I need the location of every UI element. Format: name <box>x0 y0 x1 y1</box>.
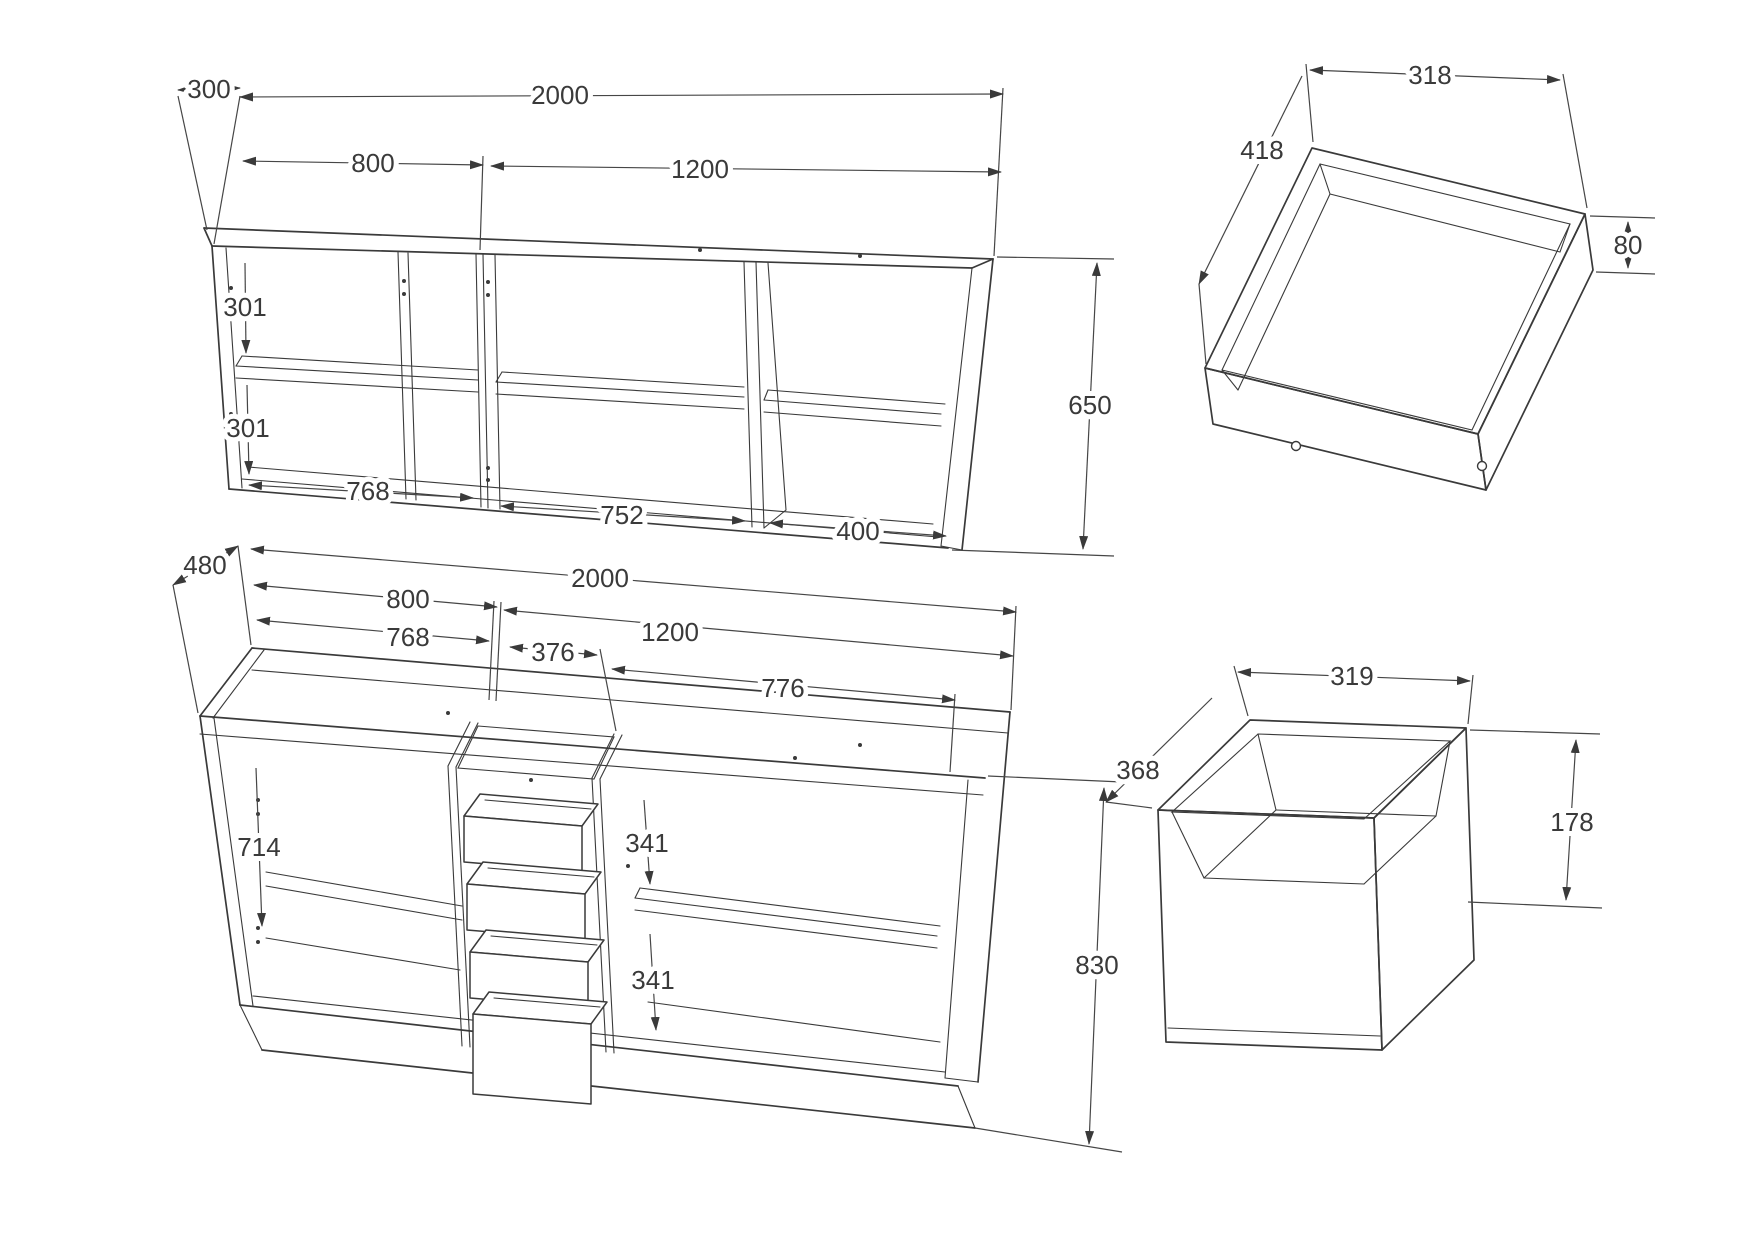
dim-small-drawer-width: 318 <box>1408 60 1451 90</box>
wall-cabinet-dimensions: 300 2000 800 1200 301 301 768 752 400 65… <box>177 69 1117 557</box>
dim-base-right-inner: 776 <box>761 673 804 703</box>
drawer-box-4 <box>472 991 608 1105</box>
dim-wall-right-width: 1200 <box>671 154 729 184</box>
small-drawer-view: 318 418 80 <box>1198 55 1656 491</box>
dim-base-drawer-gap-bottom: 341 <box>631 965 674 995</box>
dim-wall-depth: 300 <box>187 74 230 104</box>
dim-base-drawer-gap-top: 341 <box>625 828 668 858</box>
wall-cabinet-view: 300 2000 800 1200 301 301 768 752 400 65… <box>177 69 1117 557</box>
shelf-pin-dots <box>229 248 862 482</box>
small-drawer-dimensions: 318 418 80 <box>1198 55 1656 365</box>
dim-wall-left-width: 800 <box>351 148 394 178</box>
drawer-front-hole <box>1476 460 1488 472</box>
base-cabinet-dimensions: 480 2000 800 768 1200 376 776 714 341 34… <box>172 545 1124 1153</box>
base-cabinet-carcass <box>199 647 1011 1129</box>
dim-base-right-width: 1200 <box>641 617 699 647</box>
dim-base-total-width: 2000 <box>571 563 629 593</box>
dim-wall-height: 650 <box>1068 390 1111 420</box>
drawer-box-2 <box>466 861 602 941</box>
base-cabinet-drawer-stack <box>463 793 608 1105</box>
dim-wall-shelf-gap-bottom: 301 <box>226 413 269 443</box>
large-drawer-view: 319 368 178 <box>1105 656 1603 1051</box>
dim-wall-left-inner: 768 <box>346 476 389 506</box>
wall-cabinet-carcass <box>203 227 994 551</box>
dim-wall-small-inner: 400 <box>836 516 879 546</box>
small-drawer-box <box>1204 147 1594 491</box>
dim-base-inner-height: 714 <box>237 832 280 862</box>
dim-wall-shelf-gap-top: 301 <box>223 292 266 322</box>
dim-wall-right-inner: 752 <box>600 500 643 530</box>
base-cabinet-view: 480 2000 800 768 1200 376 776 714 341 34… <box>172 545 1124 1153</box>
dim-small-drawer-depth: 418 <box>1240 135 1283 165</box>
dim-base-drawer-bay: 376 <box>531 637 574 667</box>
large-drawer-box <box>1157 719 1475 1051</box>
drawer-front-hole <box>1290 440 1302 452</box>
dim-small-drawer-height: 80 <box>1614 230 1643 260</box>
dim-base-depth: 480 <box>183 550 226 580</box>
dim-large-drawer-depth: 368 <box>1116 755 1159 785</box>
dim-wall-total-width: 2000 <box>531 80 589 110</box>
large-drawer-dimensions: 319 368 178 <box>1105 656 1603 909</box>
dim-large-drawer-height: 178 <box>1550 807 1593 837</box>
dim-base-height: 830 <box>1075 950 1118 980</box>
dim-large-drawer-width: 319 <box>1330 661 1373 691</box>
drawer-box-1 <box>463 793 599 873</box>
dim-base-left-inner: 768 <box>386 622 429 652</box>
dim-base-left-width: 800 <box>386 584 429 614</box>
